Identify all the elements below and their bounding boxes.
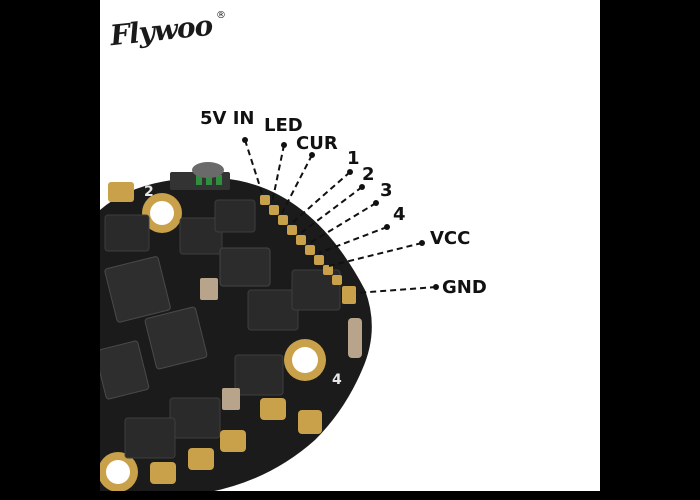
pin-leader-dots xyxy=(242,137,439,290)
regulator-chip xyxy=(219,247,271,287)
pin-label-motor-4: 4 xyxy=(393,204,406,225)
signal-pad-row xyxy=(260,195,356,304)
mosfet-chip xyxy=(169,397,221,439)
capacitor xyxy=(348,318,362,358)
mcu-chip xyxy=(104,256,171,323)
product-photo: Flywoo ® 2 4 xyxy=(100,0,600,500)
capacitor xyxy=(222,388,240,410)
pin-label-vcc: VCC xyxy=(430,228,471,249)
mosfet-chip xyxy=(291,269,341,311)
mosfet-chip xyxy=(214,199,256,233)
pin-label-gnd: GND xyxy=(442,277,487,298)
sensor-dome xyxy=(192,162,224,178)
mosfet-chip xyxy=(247,289,299,331)
pin-label-led: LED xyxy=(264,115,303,136)
capacitor xyxy=(200,278,218,300)
mosfet-chip xyxy=(234,354,284,396)
mosfet-chip xyxy=(104,214,150,252)
pin-label-motor-1: 1 xyxy=(347,148,360,169)
edge-pads xyxy=(150,398,322,484)
bottom-frame-bar xyxy=(100,491,600,500)
mcu-chip xyxy=(144,306,208,370)
esc-board-illustration: 2 4 xyxy=(100,137,439,492)
pin-leader-lines xyxy=(244,139,437,294)
mosfet-chip xyxy=(124,417,176,459)
pin-label-5v-in: 5V IN xyxy=(200,108,255,129)
corner-pad xyxy=(108,182,134,202)
mcu-chip xyxy=(100,340,150,400)
corner-label: 2 xyxy=(144,184,154,200)
pin-label-motor-3: 3 xyxy=(380,180,393,201)
mount-label: 4 xyxy=(332,372,342,388)
mosfet-chip xyxy=(179,217,223,255)
registered-mark: ® xyxy=(216,10,226,21)
pin-label-cur: CUR xyxy=(296,133,338,154)
pin-label-motor-2: 2 xyxy=(362,164,375,185)
